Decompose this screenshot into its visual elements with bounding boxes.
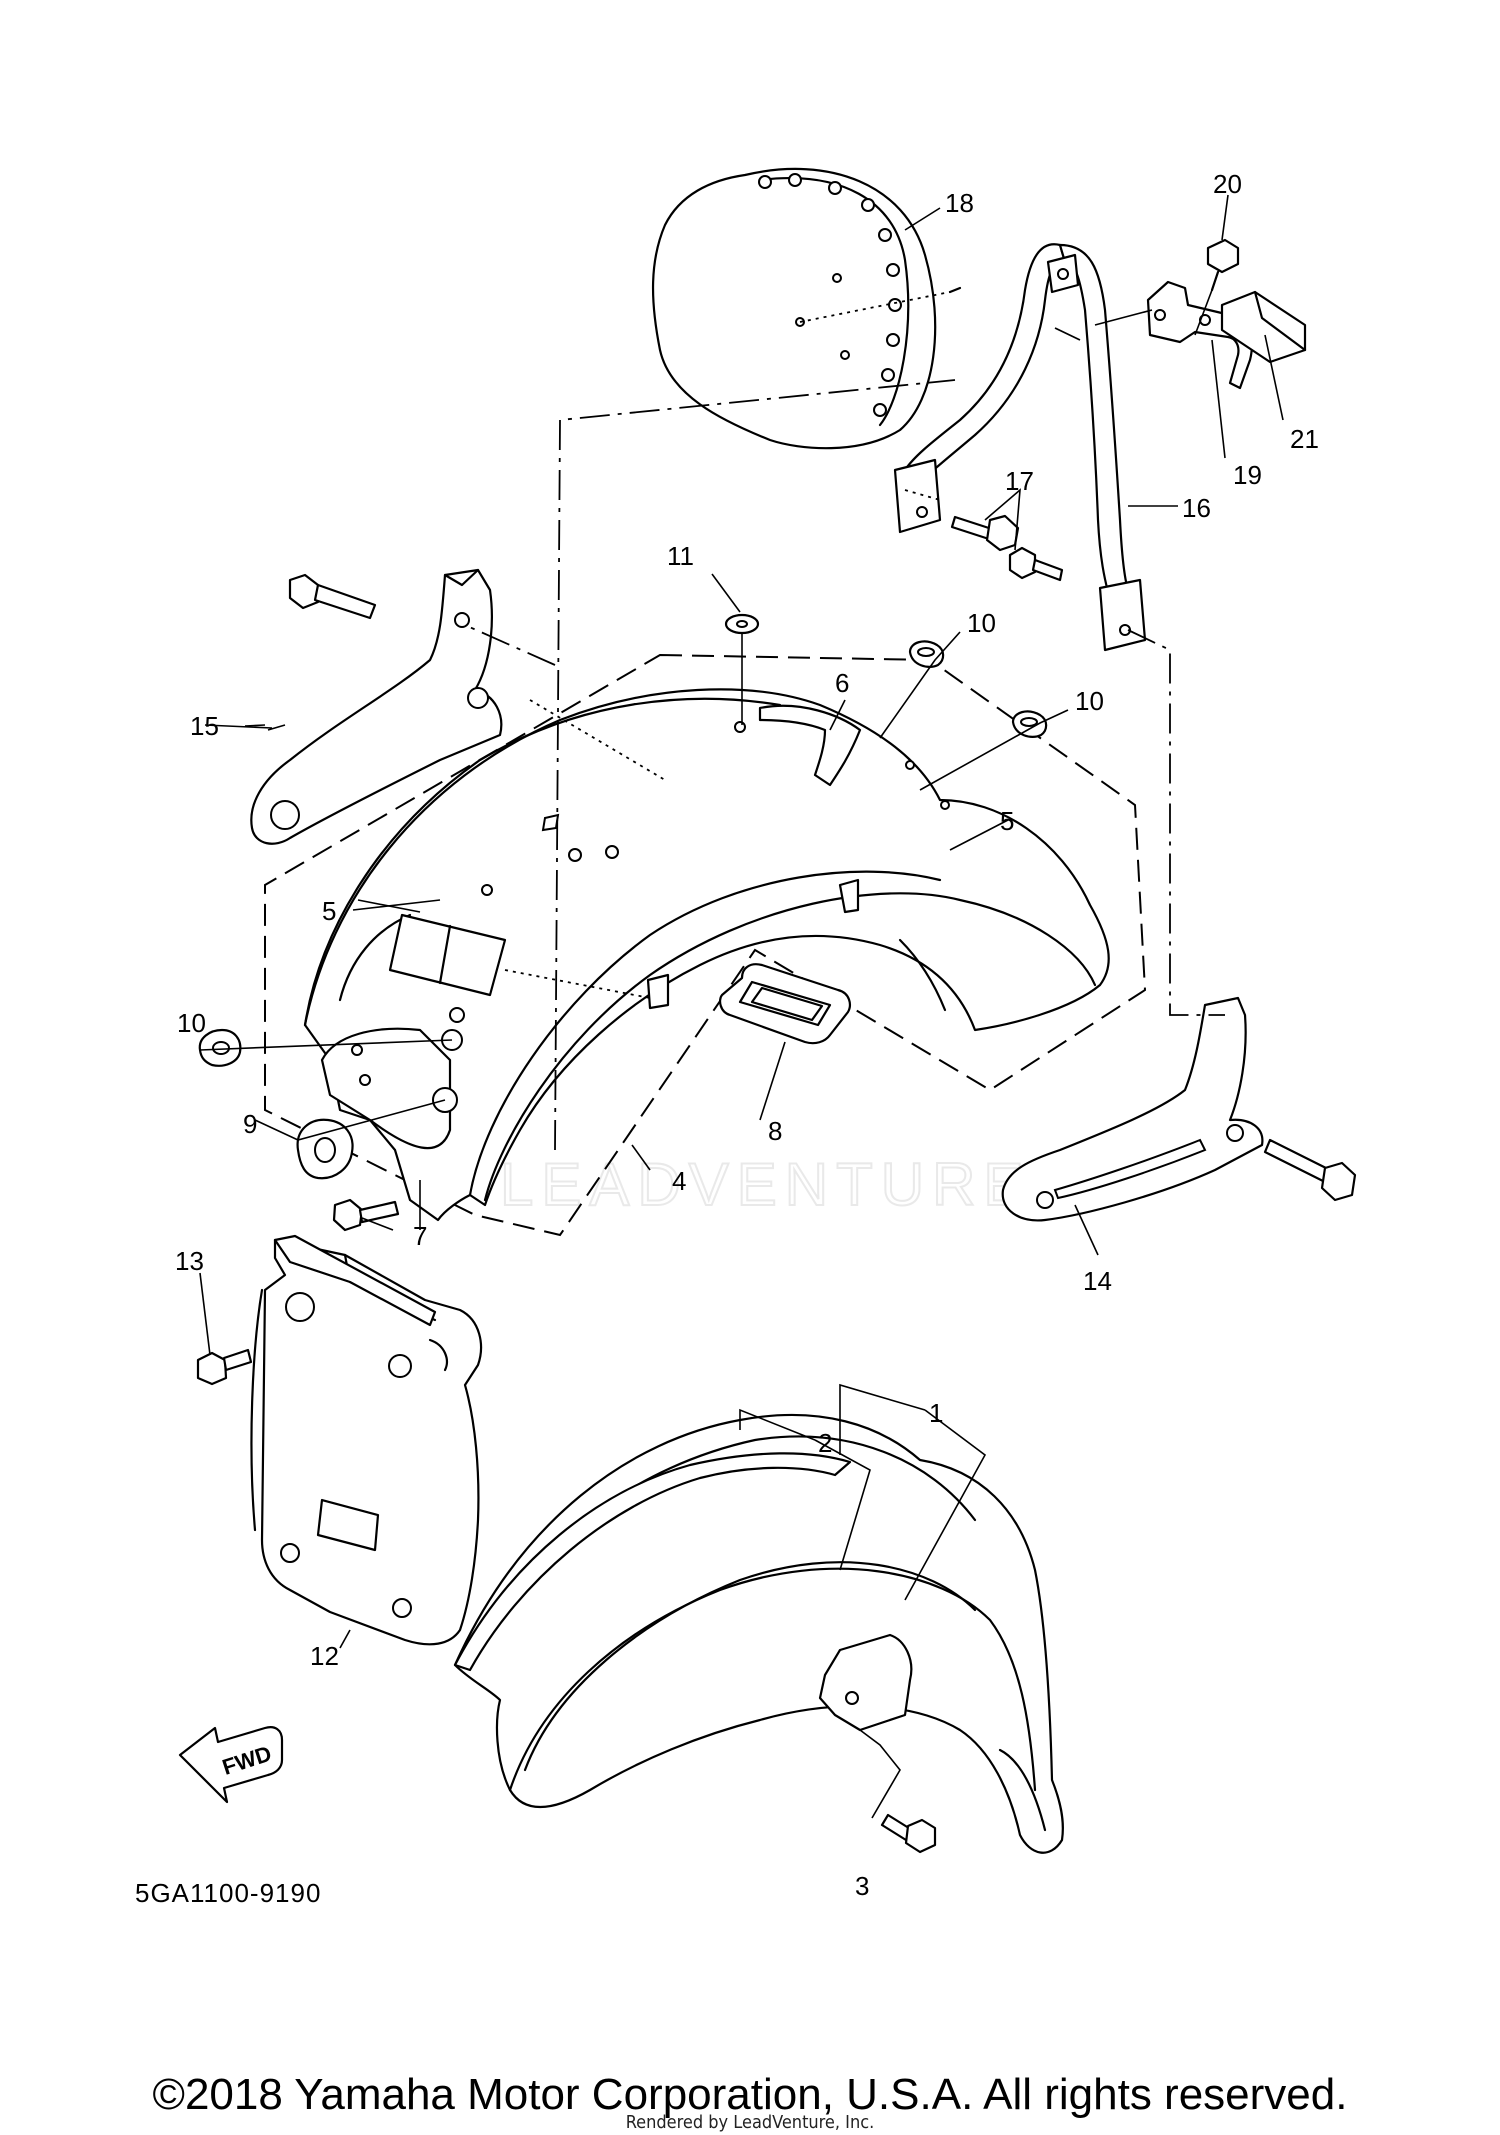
- guide-line-left-2: [464, 624, 556, 666]
- callout-19: 19: [1233, 460, 1262, 490]
- callout-labels: 1 2 3 4 5 5 6 7 8 9 10 10 10 11 12 13 14…: [175, 169, 1319, 1901]
- part-11-washer[interactable]: [724, 613, 760, 635]
- rendered-by-notice: Rendered by LeadVenture, Inc.: [625, 2112, 875, 2133]
- fwd-arrow-icon: FWD: [178, 1726, 284, 1804]
- copyright-notice: ©2018 Yamaha Motor Corporation, U.S.A. A…: [152, 2070, 1348, 2119]
- callout-1: 1: [929, 1398, 943, 1428]
- callout-12: 12: [310, 1641, 339, 1671]
- part-17-bolt-b[interactable]: [1008, 546, 1064, 582]
- dotted-line-2: [504, 969, 651, 999]
- part-12-side-cover[interactable]: [250, 1234, 482, 1646]
- callout-5b: 5: [1000, 806, 1014, 836]
- part-20-bolt[interactable]: [1206, 238, 1240, 292]
- part-16-backrest-bar[interactable]: [893, 243, 1147, 652]
- callout-18: 18: [945, 188, 974, 218]
- callout-10a: 10: [967, 608, 996, 638]
- part-5-rear-fender[interactable]: [303, 688, 1110, 1222]
- callout-6: 6: [835, 668, 849, 698]
- part-14-bolt[interactable]: [1263, 1138, 1357, 1202]
- callout-10b: 10: [1075, 686, 1104, 716]
- part-15-left-strut[interactable]: [250, 568, 503, 845]
- guide-line-bracket: [1054, 327, 1081, 341]
- part-10-grommet-b[interactable]: [1011, 710, 1048, 739]
- part-4-assembly-outline: [264, 653, 1147, 1237]
- part-3-bolt[interactable]: [880, 1813, 937, 1854]
- diagram-code: 5GA1100-9190: [135, 1878, 321, 1908]
- part-10-grommet-c[interactable]: [198, 1028, 242, 1067]
- callout-9: 9: [243, 1109, 257, 1139]
- part-18-backrest-pad[interactable]: [651, 167, 962, 450]
- callout-11: 11: [667, 541, 694, 571]
- part-13-bolt[interactable]: [196, 1348, 253, 1386]
- part-9-grommet[interactable]: [296, 1118, 354, 1180]
- callout-17: 17: [1005, 466, 1034, 496]
- dotted-line-1: [529, 699, 666, 781]
- callout-14: 14: [1083, 1266, 1112, 1296]
- callout-4: 4: [672, 1166, 686, 1196]
- callout-21: 21: [1290, 424, 1319, 454]
- callout-3: 3: [855, 1871, 869, 1901]
- part-14-right-strut[interactable]: [1001, 996, 1264, 1222]
- callout-13: 13: [175, 1246, 204, 1276]
- guide-line-right: [1127, 629, 1225, 1016]
- part-8-reflector[interactable]: [719, 963, 851, 1045]
- callout-20: 20: [1213, 169, 1242, 199]
- callout-5a: 5: [322, 896, 336, 926]
- part-15-bolt[interactable]: [288, 573, 377, 620]
- callout-2: 2: [818, 1428, 832, 1458]
- dotted-line-3: [904, 489, 941, 501]
- part-7-bolt[interactable]: [332, 1198, 400, 1232]
- callout-7: 7: [413, 1221, 427, 1251]
- callout-10c: 10: [177, 1008, 206, 1038]
- part-10-grommet-a[interactable]: [908, 640, 945, 669]
- part-21-cushion[interactable]: [1220, 290, 1307, 364]
- watermark: LEADVENTURE: [500, 1151, 1031, 1218]
- callout-15: 15: [190, 711, 219, 741]
- callout-16: 16: [1182, 493, 1211, 523]
- leader-lines: [199, 194, 1284, 1819]
- part-6-trim[interactable]: [758, 704, 862, 787]
- callout-8: 8: [768, 1116, 782, 1146]
- part-17-bolt-a[interactable]: [950, 514, 1020, 552]
